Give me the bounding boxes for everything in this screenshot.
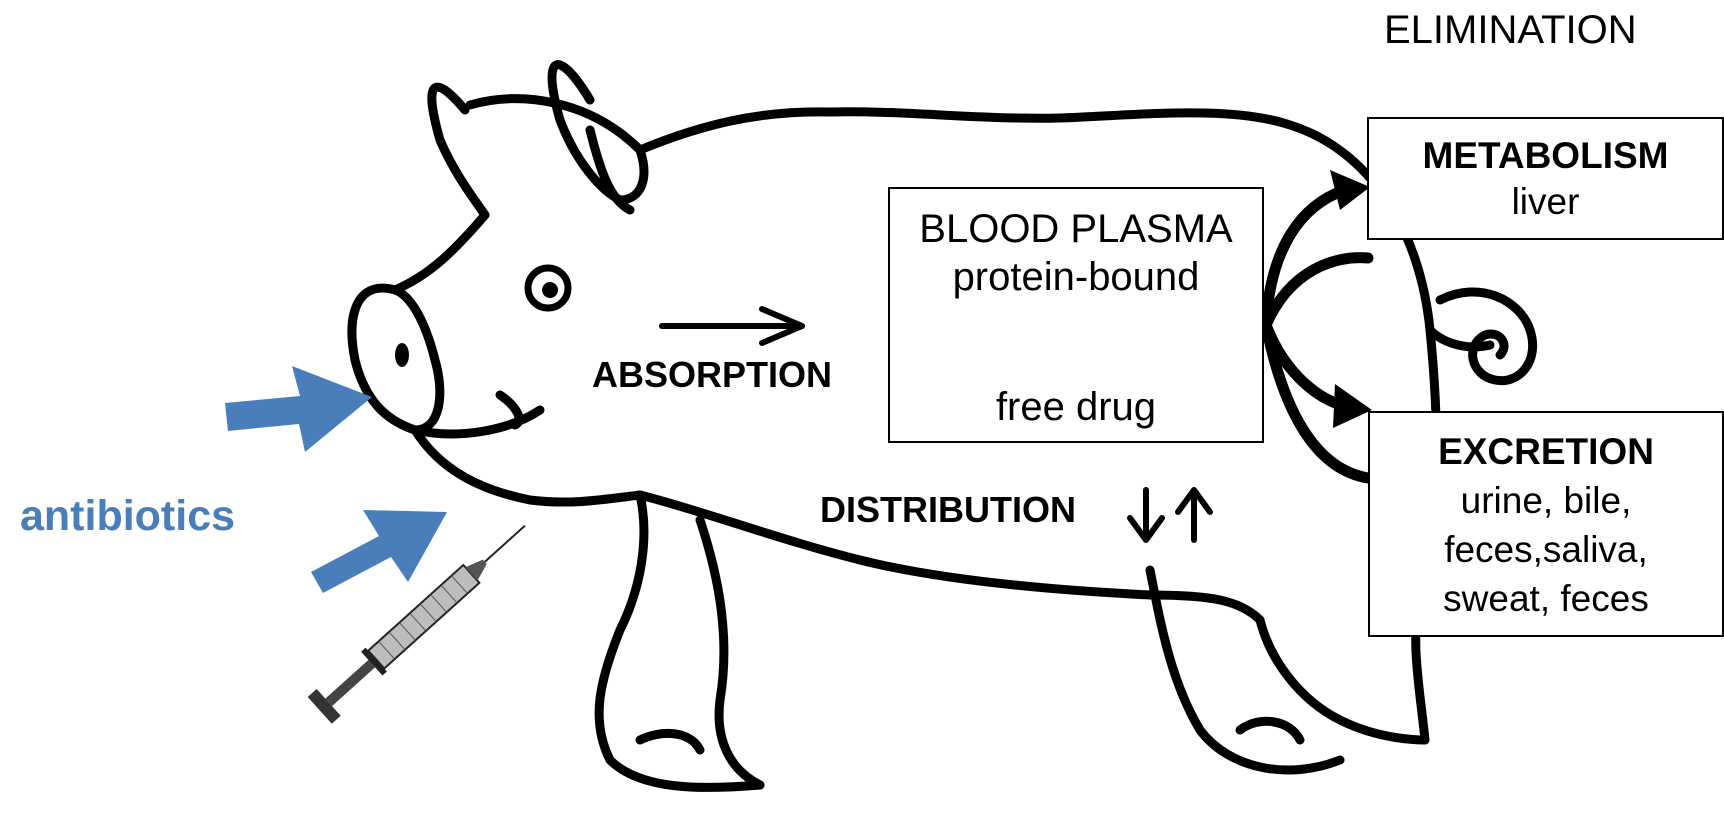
excretion-line-1: urine, bile, — [1370, 476, 1722, 525]
pig-nostril-icon — [395, 343, 409, 367]
metabolism-title: METABOLISM — [1369, 133, 1722, 179]
excretion-box: EXCRETION urine, bile, feces,saliva, swe… — [1368, 411, 1724, 637]
blue-arrow-icon — [225, 366, 372, 452]
absorption-arrow-icon — [662, 309, 802, 343]
excretion-line-2: feces,saliva, — [1370, 525, 1722, 574]
excretion-title: EXCRETION — [1370, 427, 1722, 476]
blood-plasma-box: BLOOD PLASMA protein-bound free drug — [888, 187, 1264, 443]
curved-arrow-icon — [1266, 190, 1368, 478]
curved-arrow-head-bottom-icon — [1333, 384, 1372, 428]
antibiotics-label: antibiotics — [20, 492, 235, 541]
pig-eye-icon — [528, 268, 568, 308]
excretion-line-3: sweat, feces — [1370, 574, 1722, 623]
blood-plasma-title: BLOOD PLASMA — [890, 205, 1262, 253]
elimination-label: ELIMINATION — [1384, 8, 1637, 53]
blue-arrow-icon — [311, 510, 447, 593]
free-drug-label: free drug — [890, 383, 1262, 431]
liver-label: liver — [1369, 179, 1722, 225]
metabolism-box: METABOLISM liver — [1367, 117, 1724, 240]
distribution-arrows-icon — [1130, 490, 1210, 540]
distribution-label: DISTRIBUTION — [820, 489, 1076, 531]
protein-bound-label: protein-bound — [890, 253, 1262, 301]
absorption-label: ABSORPTION — [592, 354, 832, 396]
